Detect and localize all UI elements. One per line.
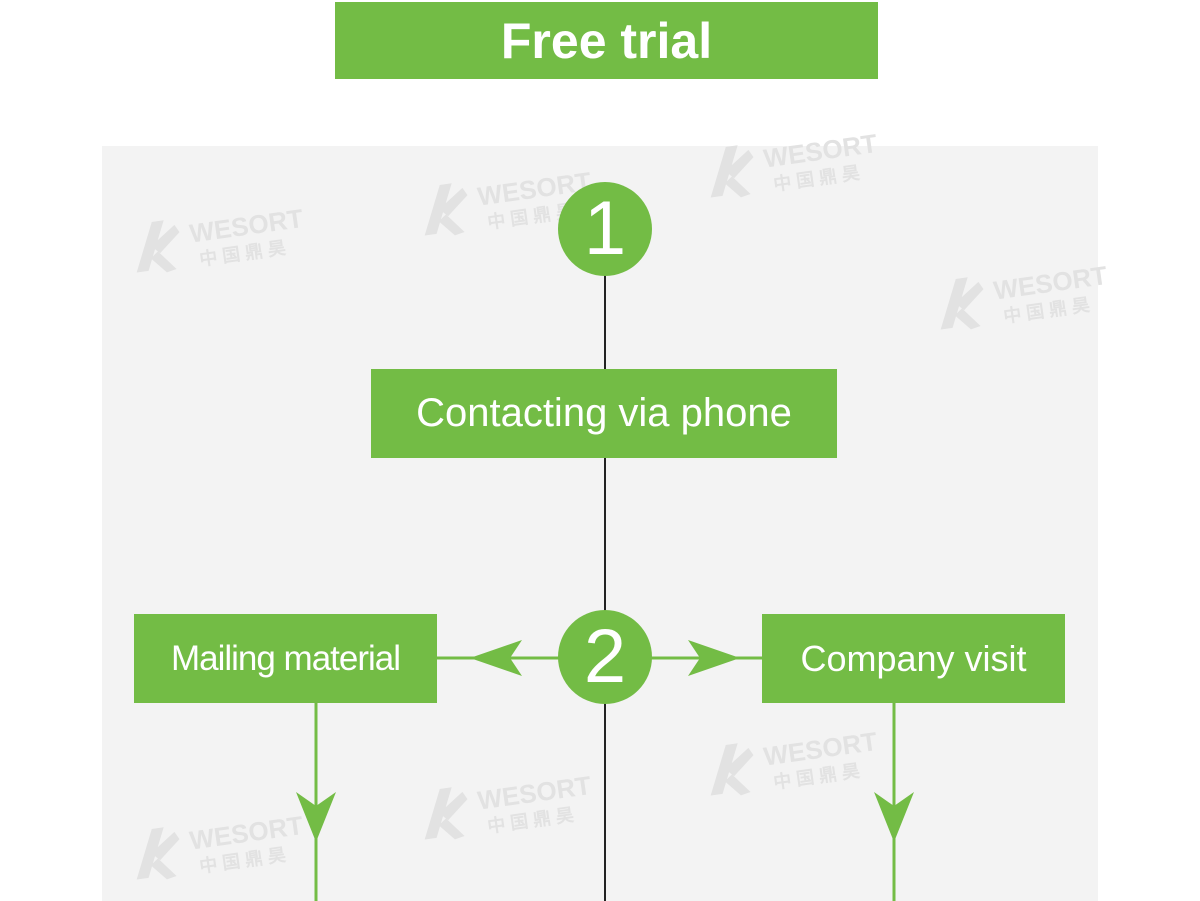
watermark-brand: WESORT [992,260,1109,306]
step-box-label: Company visit [800,637,1027,679]
watermark-brand: WESORT [188,203,305,249]
arrow-left-icon [470,640,522,676]
step-box-mailing: Mailing material [134,614,437,703]
step-circle-2: 2 [558,610,652,704]
step-box-label: Mailing material [170,638,401,678]
step-number: 1 [583,186,627,271]
step-box-phone: Contacting via phone [371,369,837,458]
arrow-down-icon [296,792,336,842]
title-banner: Free trial [335,2,878,79]
watermark-logo: WESORT 中 国 鼎 昊 [710,726,879,796]
watermark-logo: WESORT 中 国 鼎 昊 [136,203,305,273]
step-circle-1: 1 [558,182,652,276]
watermark-brand: WESORT [762,128,879,174]
arrow-down-icon [874,792,914,842]
watermark-logo: WESORT 中 国 鼎 昊 [136,810,305,880]
step-box-label: Contacting via phone [416,391,792,435]
watermark-logo: WESORT 中 国 鼎 昊 [710,128,879,198]
watermark-logo: WESORT 中 国 鼎 昊 [424,770,593,840]
page-title: Free trial [500,12,713,69]
step-box-visit: Company visit [762,614,1065,703]
watermark-brand: WESORT [188,810,305,856]
watermark-brand: WESORT [762,726,879,772]
arrow-right-icon [688,640,740,676]
step-number: 2 [583,614,627,699]
watermark-brand: WESORT [476,770,593,816]
watermark-logo: WESORT 中 国 鼎 昊 [940,260,1109,330]
